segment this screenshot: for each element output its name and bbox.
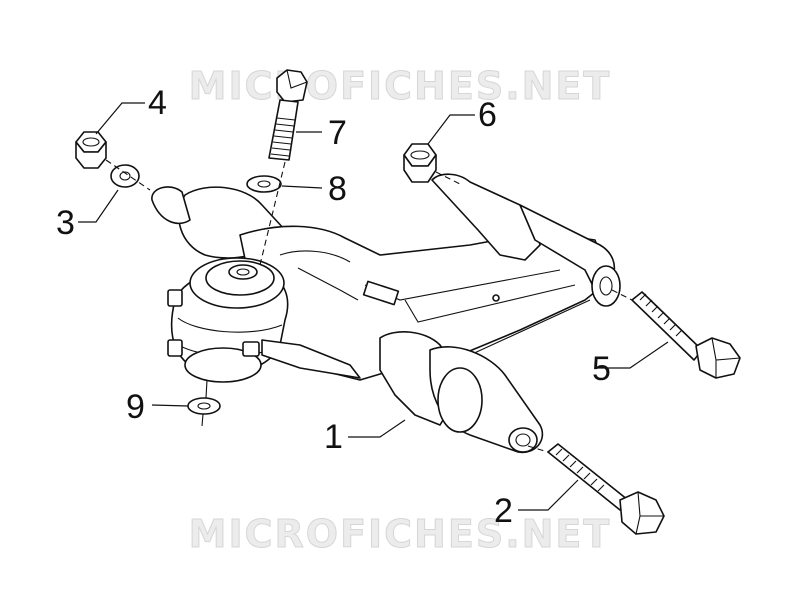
callout-2: 2: [494, 492, 513, 530]
center-lines: [105, 159, 633, 453]
bolt-part-7: [268, 69, 308, 161]
nut-part-6: [403, 143, 437, 183]
callout-4: 4: [148, 84, 167, 122]
callout-1: 1: [324, 418, 343, 456]
watermark-top: MICROFICHES.NET: [188, 64, 612, 109]
washer-part-8: [246, 175, 282, 193]
callout-6: 6: [478, 96, 497, 134]
washer-part-3: [110, 164, 140, 188]
callout-5: 5: [592, 350, 611, 388]
swing-arm-part: [151, 173, 621, 454]
callout-3: 3: [56, 204, 75, 242]
leader-lines: [78, 102, 669, 511]
callout-8: 8: [328, 170, 347, 208]
callout-7: 7: [328, 114, 347, 152]
nut-part-4: [75, 131, 107, 169]
callout-9: 9: [126, 388, 145, 426]
watermark-bottom: MICROFICHES.NET: [188, 512, 612, 557]
washer-part-9: [187, 379, 221, 427]
bolt-part-5: [631, 291, 741, 379]
bolt-part-2: [547, 443, 665, 535]
